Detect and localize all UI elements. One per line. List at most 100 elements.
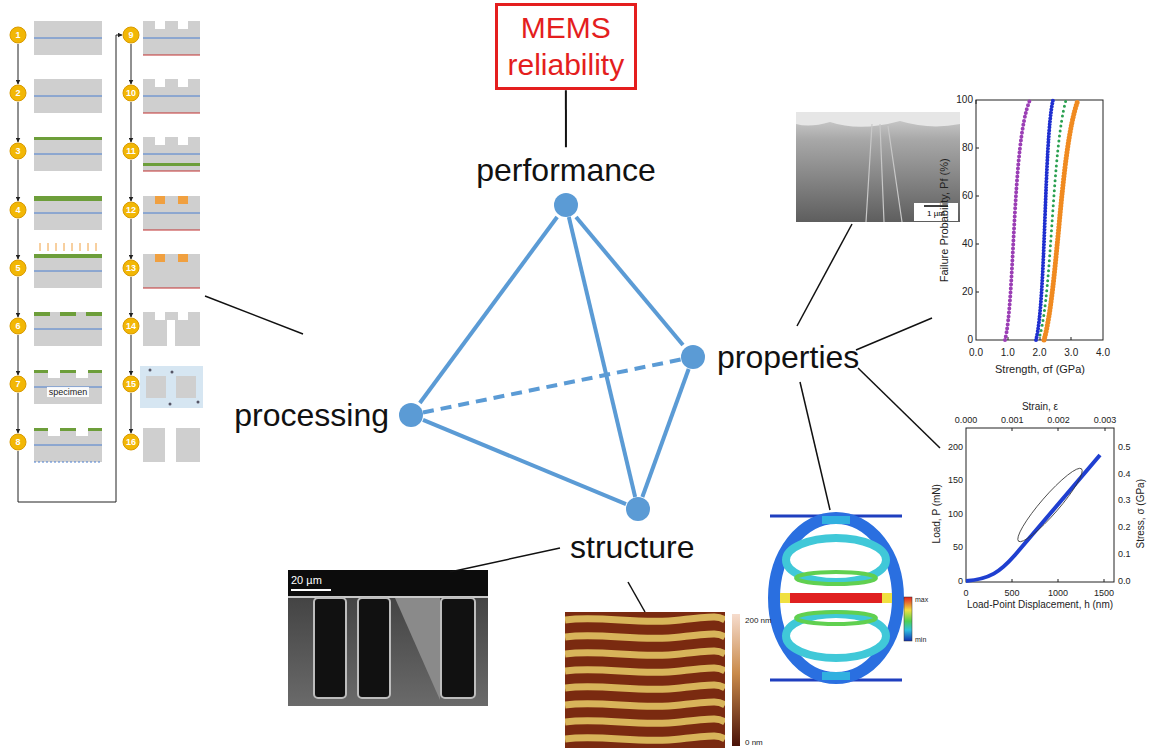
flow-arrow [18,102,19,142]
weibull-chart [976,100,1071,340]
scale-label: 20 µm [291,574,322,587]
tick-label: 0.4 [1118,469,1131,479]
afm-image [565,612,740,748]
etched-notch [155,21,165,29]
fem-model [882,593,892,603]
step-circle [123,434,139,450]
step-circle [10,85,26,101]
step-number: 8 [15,437,20,447]
tick-label: 0.5 [1118,442,1131,452]
implant-marks [56,243,57,251]
wafer-section [34,79,102,113]
step-number: 12 [126,205,136,215]
release-bath [176,376,196,398]
tick-label: 1.0 [1001,347,1015,359]
flow-arrow [131,393,132,433]
tick-label: 0.0 [1118,576,1131,586]
afm-image [565,617,725,740]
mask-layer [60,370,76,373]
vertex-dot: properties [681,345,705,369]
etched-notch [48,428,60,436]
tick-label: 4.0 [1096,347,1110,359]
step-circle [123,27,139,43]
legend-label: max [915,596,928,604]
afm-image [565,617,725,621]
step-circle [10,27,139,450]
title-text: MEMS reliability [508,10,625,83]
fem-model [822,516,850,524]
sem-trench-image [358,598,390,698]
flow-arrow [131,219,132,259]
tick-label: 50 [953,542,963,552]
axis-title: Load-Point Displacement, h (nm) [967,599,1113,611]
afm-image [565,719,725,723]
tick-label: 0.000 [955,415,978,425]
step-circle [10,143,26,159]
backside-layer [143,55,200,288]
wafer-section [143,196,200,230]
axis-title: Failure Probability, Pf (%) [938,158,951,282]
leader-line [797,224,852,326]
backside-layer [143,230,200,231]
weibull-chart [976,100,1103,340]
weibull-chart [1044,100,1078,340]
step-number: 10 [126,88,136,98]
step-circle [123,85,139,101]
wafer-section [143,137,200,171]
wafer-section [34,428,102,462]
tick-label: 150 [948,475,963,485]
axis-title: Strength, σf (GPa) [995,363,1085,376]
leader-line [205,224,940,612]
fem-model [822,672,850,680]
sem-fracture-image [796,112,960,222]
leader-line [205,296,303,334]
step-circle [123,143,139,159]
wafer-section [143,312,200,346]
connector-line [565,90,567,147]
step-number: 1 [15,30,20,40]
wafer-section [143,21,200,55]
oxide-line [34,38,102,39]
sem-fracture-image [914,203,958,221]
leader-line [628,582,645,612]
etched-notch [178,21,188,29]
implant-marks [96,243,97,251]
flow-arrow [131,44,132,84]
release-bath [197,401,200,404]
sem-fracture-image [866,124,902,222]
step-circle [123,376,139,392]
sem-trench-image [395,598,440,700]
sem-fracture-image [796,112,960,222]
step-circle [123,260,139,276]
afm-image [732,614,740,746]
weibull-chart [1005,100,1030,340]
vertex-dot: performance [554,193,578,217]
oxide-line [34,462,102,463]
vertex-dot: structure [626,497,650,521]
fem-model [796,572,876,584]
fem-model [774,518,898,678]
implant-marks [64,243,65,251]
connector-line [420,217,557,403]
sem-trench-image [288,570,488,706]
mask-layer [143,163,200,166]
release-bath [149,369,152,372]
vertex-label: performance [476,152,656,189]
oxide-line [143,38,200,39]
tick-label: 1500 [1094,588,1114,598]
leader-line [450,548,560,572]
flow-arrow [131,102,132,142]
metal-block [178,254,188,262]
tick-label: 0.001 [1001,415,1024,425]
release-bath [140,366,203,408]
axis-title: Strain, ε [1022,401,1058,413]
metal-block [155,254,165,262]
step-number: 7 [15,379,20,389]
step-number: 2 [15,88,20,98]
part-label: specimen [47,387,90,397]
vertex-dot: processing [399,403,423,427]
leader-line [800,382,830,510]
title-box: MEMS reliability [495,3,638,90]
flow-arrow [18,277,19,317]
